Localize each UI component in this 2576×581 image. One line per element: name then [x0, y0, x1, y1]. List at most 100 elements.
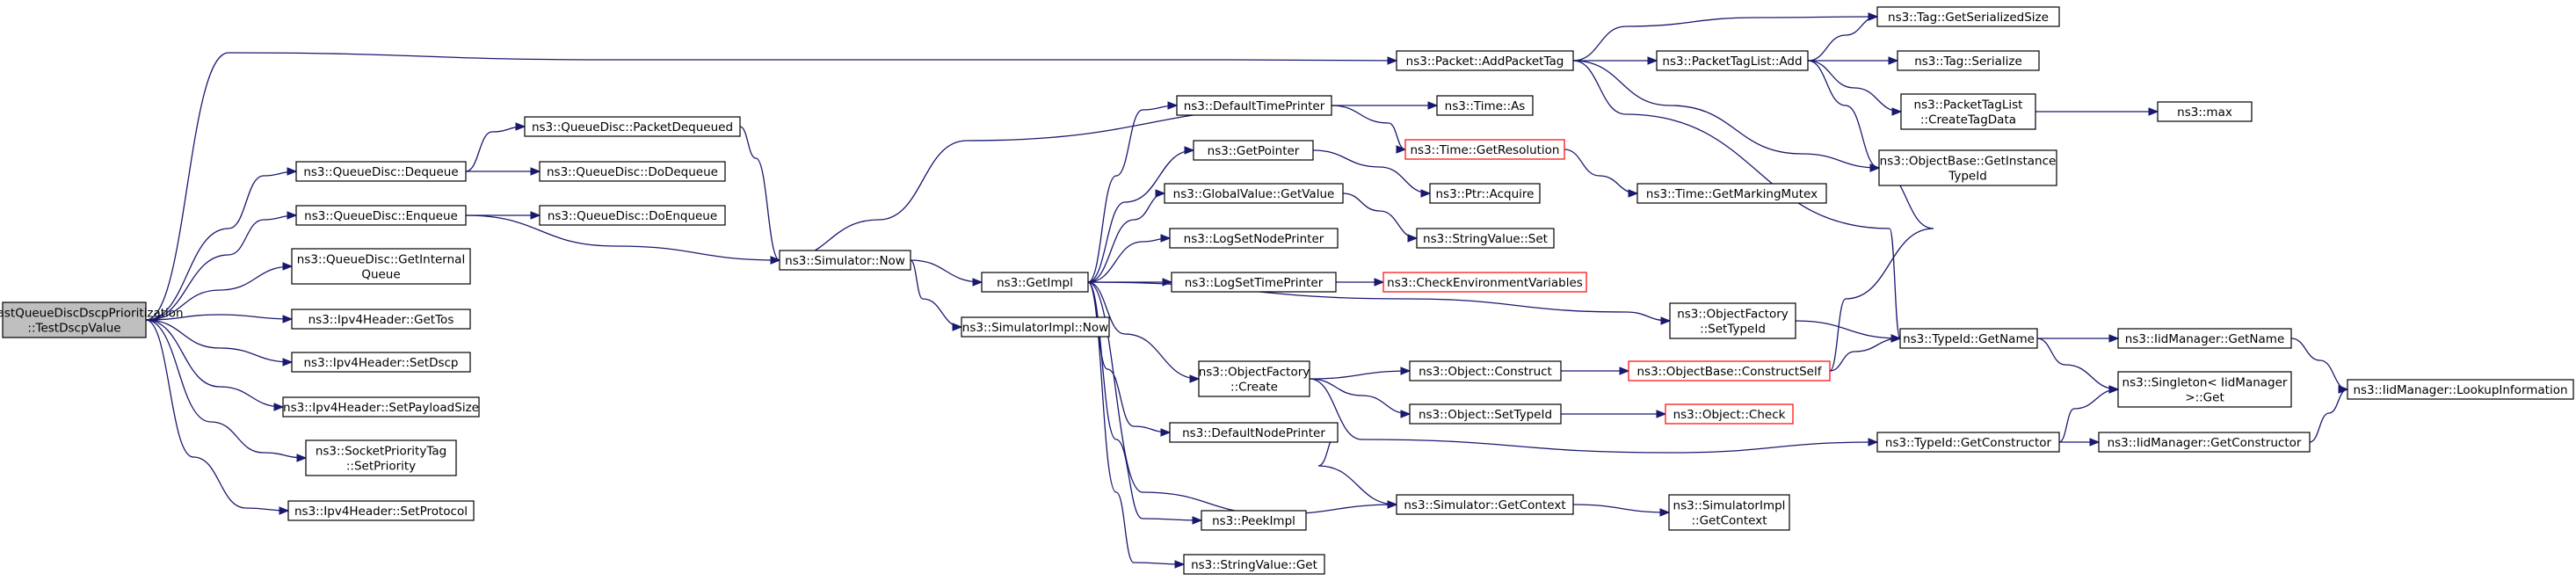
node-label: ::CreateTagData — [1920, 113, 2016, 127]
edge-arrowhead — [1660, 316, 1672, 325]
node-lookupinfo[interactable]: ns3::IidManager::LookupInformation — [2347, 379, 2574, 400]
node-lognodeprinter[interactable]: ns3::LogSetNodePrinter — [1169, 228, 1339, 249]
node-box — [295, 205, 467, 226]
node-label: ns3::GetPointer — [1208, 144, 1300, 158]
edge-line — [1087, 281, 1185, 565]
node-label: Queue — [361, 268, 400, 282]
node-setpriority[interactable]: ns3::SocketPriorityTag::SetPriority — [305, 439, 457, 476]
node-objsettypeid[interactable]: ns3::Object::SetTypeId — [1409, 403, 1562, 425]
node-getresolution[interactable]: ns3::Time::GetResolution — [1404, 139, 1565, 160]
edge-constructself-to-getinstancetypeid — [1829, 163, 1934, 372]
node-objcheck[interactable]: ns3::Object::Check — [1665, 403, 1794, 425]
node-dequeue[interactable]: ns3::QueueDisc::Dequeue — [295, 161, 467, 182]
node-peekimpl[interactable]: ns3::PeekImpl — [1201, 510, 1307, 531]
node-simimplgetctx[interactable]: ns3::SimulatorImpl::GetContext — [1668, 494, 1790, 531]
edge-line — [2058, 389, 2119, 443]
node-constructself[interactable]: ns3::ObjectBase::ConstructSelf — [1628, 360, 1831, 381]
node-label: ns3::TypeId::GetName — [1903, 332, 2035, 346]
node-box — [1899, 328, 2038, 349]
node-box — [981, 272, 1089, 293]
node-gvgetvalue[interactable]: ns3::GlobalValue::GetValue — [1164, 183, 1344, 204]
edge-arrowhead — [1869, 163, 1881, 172]
edge-arrowhead — [1396, 145, 1407, 154]
node-simnow[interactable]: ns3::Simulator::Now — [779, 250, 911, 271]
node-label: ::GetContext — [1691, 514, 1767, 528]
node-logtimeprinter[interactable]: ns3::LogSetTimePrinter — [1171, 272, 1337, 293]
node-label: ns3::PacketTagList::Add — [1662, 54, 1802, 69]
node-timeas[interactable]: ns3::Time::As — [1436, 95, 1534, 116]
node-setdscp[interactable]: ns3::Ipv4Header::SetDscp — [291, 352, 471, 373]
node-idmgetctor[interactable]: ns3::IidManager::GetConstructor — [2098, 432, 2311, 453]
node-tagserialize[interactable]: ns3::Tag::Serialize — [1897, 50, 2040, 71]
node-box — [282, 396, 480, 418]
node-ptladd[interactable]: ns3::PacketTagList::Add — [1656, 50, 1809, 71]
node-setprotocol[interactable]: ns3::Ipv4Header::SetProtocol — [287, 500, 475, 521]
edge-arrowhead — [287, 211, 298, 220]
node-svget[interactable]: ns3::StringValue::Get — [1183, 554, 1325, 575]
edge-idmgetctor-to-lookupinfo — [2309, 385, 2349, 443]
node-box — [1409, 360, 1562, 381]
node-tagserialsize[interactable]: ns3::Tag::GetSerializedSize — [1876, 6, 2060, 27]
edge-line — [145, 265, 293, 321]
edge-line — [145, 319, 307, 459]
node-label: ns3::max — [2177, 105, 2232, 120]
node-label: ::SetPriority — [346, 460, 416, 474]
node-label: ns3::Singleton< IidManager — [2122, 376, 2288, 390]
node-ofsettypeid[interactable]: ns3::ObjectFactory::SetTypeId — [1669, 302, 1796, 339]
node-box — [1900, 93, 2036, 130]
node-createtagdata[interactable]: ns3::PacketTagList::CreateTagData — [1900, 93, 2036, 130]
node-addpackettag[interactable]: ns3::Packet::AddPacketTag — [1396, 50, 1574, 71]
node-objconstruct[interactable]: ns3::Object::Construct — [1409, 360, 1562, 381]
edge-arrowhead — [952, 323, 963, 331]
node-timemutex[interactable]: ns3::Time::GetMarkingMutex — [1636, 183, 1827, 204]
node-ptracquire[interactable]: ns3::Ptr::Acquire — [1429, 183, 1541, 204]
edge-line — [1087, 149, 1194, 283]
node-box — [1404, 139, 1565, 160]
edge-arrowhead — [282, 262, 294, 271]
edge-line — [1317, 432, 1397, 505]
node-dodequeue[interactable]: ns3::QueueDisc::DoDequeue — [539, 161, 726, 182]
node-deftimeprinter[interactable]: ns3::DefaultTimePrinter — [1176, 95, 1332, 116]
node-doenqueue[interactable]: ns3::QueueDisc::DoEnqueue — [539, 205, 726, 226]
node-setpayload[interactable]: ns3::Ipv4Header::SetPayloadSize — [282, 396, 480, 418]
edge-arrowhead — [1890, 334, 1902, 343]
node-svset[interactable]: ns3::StringValue::Set — [1416, 228, 1555, 249]
edge-ofcreate-to-objsettypeid — [1309, 378, 1411, 418]
node-simgetcontext[interactable]: ns3::Simulator::GetContext — [1396, 494, 1574, 515]
node-enqueue[interactable]: ns3::QueueDisc::Enqueue — [295, 205, 467, 226]
edge-typeidgetname-to-singletonget — [2036, 338, 2120, 394]
node-max[interactable]: ns3::max — [2157, 101, 2253, 122]
node-getimpl[interactable]: ns3::GetImpl — [981, 272, 1089, 293]
node-defnodeprinter[interactable]: ns3::DefaultNodePrinter — [1169, 422, 1339, 443]
node-label: ns3::Time::As — [1445, 99, 1526, 113]
node-label: ns3::Ptr::Acquire — [1436, 187, 1535, 201]
node-box — [1164, 183, 1344, 204]
node-simimplnow[interactable]: ns3::SimulatorImpl::Now — [961, 316, 1110, 338]
edge-root-to-dequeue — [145, 167, 298, 321]
node-box — [305, 439, 457, 476]
node-checkenv[interactable]: ns3::CheckEnvironmentVariables — [1382, 272, 1587, 293]
node-singletonget[interactable]: ns3::Singleton< IidManager>::Get — [2117, 371, 2292, 408]
node-label: ns3::PacketTagList — [1914, 98, 2023, 113]
node-pktdequeued[interactable]: ns3::QueueDisc::PacketDequeued — [524, 116, 741, 137]
node-label: ns3::QueueDisc::PacketDequeued — [532, 120, 733, 134]
edge-defnodeprinter-to-simgetcontext — [1317, 432, 1398, 509]
edge-line — [1309, 378, 1411, 415]
node-label: ns3::StringValue::Set — [1423, 232, 1548, 246]
edge-line — [1087, 281, 1397, 515]
node-typeidgetname[interactable]: ns3::TypeId::GetName — [1899, 328, 2038, 349]
node-idmgetname[interactable]: ns3::IidManager::GetName — [2117, 328, 2292, 349]
node-label: ns3::Time::GetMarkingMutex — [1646, 187, 1818, 201]
edge-root-to-gettos — [145, 314, 294, 323]
node-box — [539, 205, 726, 226]
node-root[interactable]: PfifoFastQueueDiscDscpPrioritization::Te… — [0, 301, 184, 338]
edge-arrowhead — [273, 403, 285, 411]
node-typeidgetctor[interactable]: ns3::TypeId::GetConstructor — [1876, 432, 2060, 453]
node-label: ::Create — [1230, 381, 1278, 395]
edge-root-to-setdscp — [145, 319, 294, 367]
node-getpointer[interactable]: ns3::GetPointer — [1193, 140, 1314, 161]
node-gettos[interactable]: ns3::Ipv4Header::GetTos — [291, 309, 471, 330]
node-ofcreate[interactable]: ns3::ObjectFactory::Create — [1198, 360, 1310, 397]
